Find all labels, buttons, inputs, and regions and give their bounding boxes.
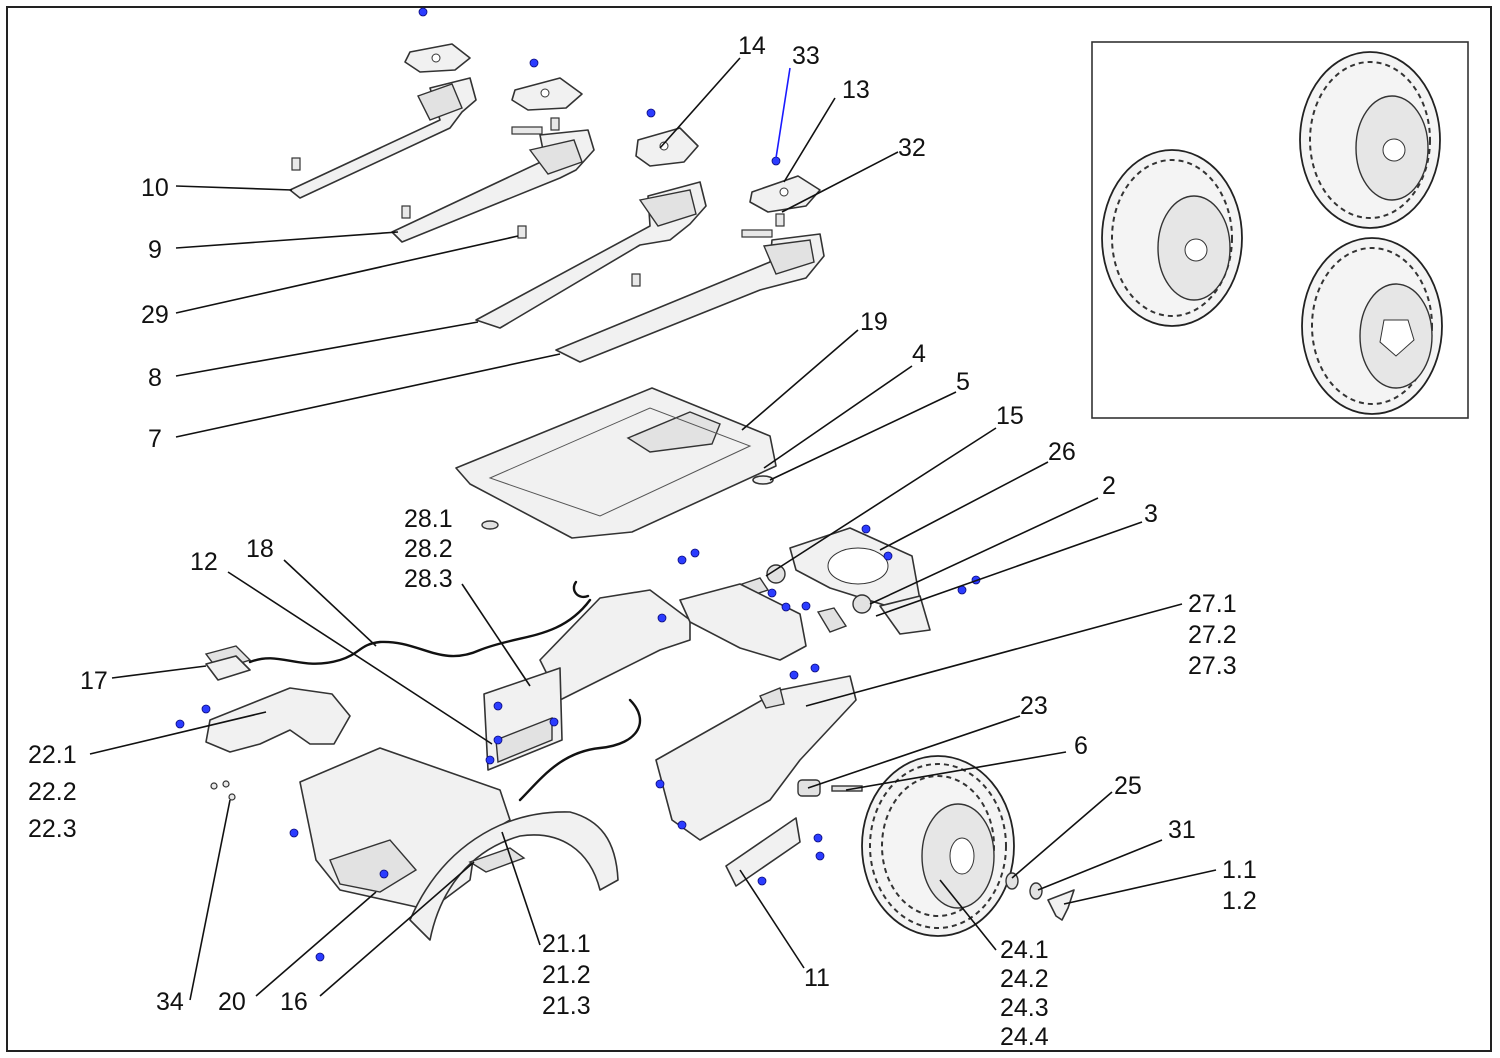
callout-9: 9 bbox=[148, 236, 162, 264]
callout-17: 17 bbox=[80, 667, 108, 695]
seat-rail-9 bbox=[391, 129, 595, 243]
nut-31 bbox=[1029, 882, 1043, 900]
diagram-border bbox=[6, 6, 1492, 1052]
callout-1: 1.1 1.2 bbox=[1222, 856, 1264, 915]
callout-28: 28.1 28.2 28.3 bbox=[404, 505, 460, 593]
side-plate-11 bbox=[725, 817, 801, 887]
callout-6: 6 bbox=[1074, 732, 1088, 760]
leader-lines bbox=[89, 57, 1217, 1001]
blue-screws bbox=[175, 7, 981, 962]
seat-cover-plate-top-mid bbox=[511, 77, 583, 111]
callout-11: 11 bbox=[804, 964, 830, 992]
side-panel-27 bbox=[655, 675, 857, 841]
foot-pedal-17 bbox=[204, 645, 252, 681]
callout-23: 23 bbox=[1020, 692, 1048, 720]
callout-27: 27.1 27.2 27.3 bbox=[1188, 590, 1244, 680]
axle-pin-6 bbox=[831, 785, 863, 792]
seat-cover-plate-top-left bbox=[404, 43, 471, 73]
callout-13: 13 bbox=[842, 76, 870, 104]
hub-cap-1 bbox=[1047, 889, 1075, 921]
callout-22: 22.1 22.2 22.3 bbox=[28, 741, 84, 843]
callout-24: 24.1 24.2 24.3 24.4 bbox=[1000, 936, 1056, 1051]
callout-21: 21.1 21.2 21.3 bbox=[542, 930, 598, 1020]
front-fender-22 bbox=[205, 687, 351, 753]
callout-4: 4 bbox=[912, 340, 926, 368]
rear-wheel-24 bbox=[861, 755, 1015, 937]
inset-wheel-back-top bbox=[1299, 51, 1441, 229]
center-body-panel bbox=[539, 583, 807, 701]
callout-15: 15 bbox=[996, 402, 1024, 430]
seat-rail-8 bbox=[475, 181, 707, 329]
callout-12: 12 bbox=[190, 548, 218, 576]
callout-20: 20 bbox=[218, 988, 246, 1016]
callout-25: 25 bbox=[1114, 772, 1142, 800]
bolt-screws-group bbox=[291, 117, 785, 287]
callout-19: 19 bbox=[860, 308, 888, 336]
lower-body-20 bbox=[299, 747, 511, 911]
callout-labels: 14 33 13 32 10 9 29 8 7 19 4 5 15 26 2 3… bbox=[28, 32, 1264, 1051]
dashboard-26 bbox=[789, 527, 931, 635]
callout-33: 33 bbox=[792, 42, 820, 70]
callout-34: 34 bbox=[156, 988, 184, 1016]
ring-5 bbox=[752, 475, 774, 485]
washer-25 bbox=[1005, 872, 1019, 890]
callout-16: 16 bbox=[280, 988, 308, 1016]
callout-2: 2 bbox=[1102, 472, 1116, 500]
seat-rail-10 bbox=[289, 77, 477, 199]
callout-10: 10 bbox=[141, 174, 169, 202]
floor-mat-19 bbox=[455, 387, 777, 539]
inset-wheel-bottom-right bbox=[1301, 237, 1443, 415]
callout-31: 31 bbox=[1168, 816, 1196, 844]
inset-wheel-left bbox=[1101, 149, 1243, 327]
wiring-harness bbox=[248, 580, 642, 802]
seat-cover-plate-13 bbox=[749, 175, 821, 213]
callout-7: 7 bbox=[148, 425, 162, 453]
wheel-variants-inset bbox=[1091, 41, 1469, 419]
grommet-28 bbox=[481, 520, 499, 530]
seat-cover-plate-14 bbox=[635, 127, 699, 167]
side-fender-21 bbox=[409, 811, 619, 941]
small-pins-34 bbox=[210, 780, 236, 801]
callout-32: 32 bbox=[898, 134, 926, 162]
callout-26: 26 bbox=[1048, 438, 1076, 466]
callout-14: 14 bbox=[738, 32, 766, 60]
callout-5: 5 bbox=[956, 368, 970, 396]
callout-8: 8 bbox=[148, 364, 162, 392]
callout-3: 3 bbox=[1144, 500, 1158, 528]
callout-18: 18 bbox=[246, 535, 274, 563]
console-panel-28 bbox=[483, 667, 563, 771]
callout-29: 29 bbox=[141, 301, 169, 329]
seat-rail-7 bbox=[555, 233, 825, 363]
